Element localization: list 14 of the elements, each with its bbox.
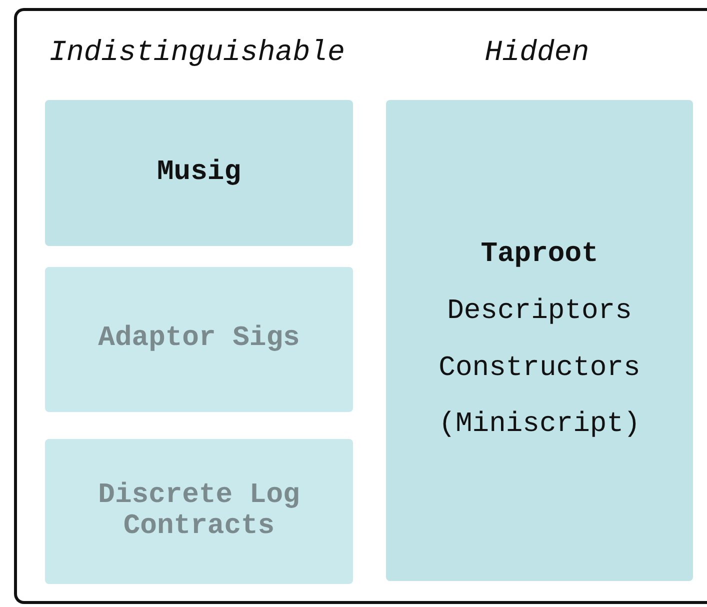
card-text: (Miniscript) — [438, 410, 640, 442]
category-card — [386, 100, 693, 581]
card-text: Taproot — [480, 240, 598, 271]
column-heading: Indistinguishable — [49, 36, 345, 69]
card-text: Musig — [156, 158, 241, 188]
card-text: Descriptors — [447, 296, 632, 328]
category-card — [45, 439, 353, 584]
category-card — [45, 267, 353, 412]
card-text: Adaptor Sigs — [98, 324, 300, 355]
category-card — [45, 100, 353, 246]
frame-box — [14, 8, 707, 604]
card-text: Constructors — [438, 354, 640, 384]
card-text: Discrete Log Contracts — [97, 480, 301, 542]
column-heading: Hidden — [484, 36, 590, 69]
